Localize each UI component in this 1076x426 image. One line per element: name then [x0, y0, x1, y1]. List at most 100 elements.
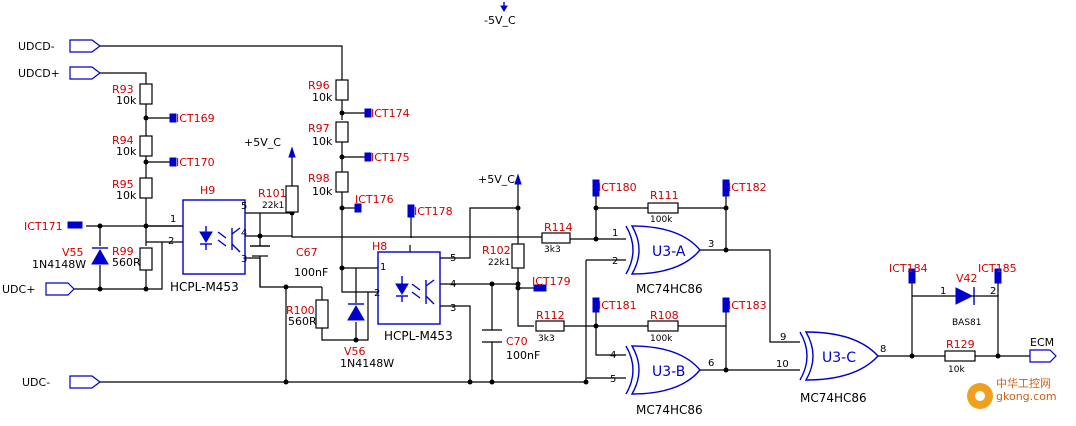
resistor-r93: R93 10k	[112, 83, 153, 107]
svg-text:22k1: 22k1	[488, 258, 510, 268]
test-point-ict185: ICT185	[978, 262, 1017, 284]
svg-text:R94: R94	[112, 134, 134, 147]
svg-text:3: 3	[241, 254, 247, 265]
svg-text:6: 6	[708, 358, 714, 369]
test-point-ict184: ICT184	[889, 262, 928, 284]
svg-text:5: 5	[610, 374, 616, 385]
test-point-ict181: ICT181	[592, 297, 637, 313]
resistor-r97: R97 10k	[308, 121, 349, 148]
svg-text:2: 2	[374, 288, 380, 299]
svg-text:10k: 10k	[312, 91, 333, 104]
resistor-r96: R96 10k	[308, 79, 349, 104]
svg-text:1N4148W: 1N4148W	[340, 357, 394, 370]
svg-text:4: 4	[610, 350, 616, 361]
port-udc-plus: UDC+	[2, 282, 75, 296]
svg-text:中华工控网: 中华工控网	[996, 376, 1051, 390]
test-point-ict180: ICT180	[592, 179, 637, 197]
test-point-ict183: ICT183	[722, 297, 767, 313]
svg-text:R129: R129	[946, 338, 975, 351]
svg-text:100k: 100k	[650, 215, 673, 225]
supply-pos5v-left: +5V_C	[244, 136, 296, 163]
svg-text:U3-B: U3-B	[652, 364, 685, 380]
resistor-r111: R111 100k	[647, 189, 679, 225]
svg-text:UDC+: UDC+	[2, 283, 35, 296]
test-point-ict179: ICT179	[532, 275, 571, 292]
svg-text:1: 1	[380, 262, 386, 273]
svg-text:ICT176: ICT176	[355, 193, 394, 206]
test-point-ict176: ICT176	[354, 193, 394, 213]
svg-text:560R: 560R	[288, 315, 317, 328]
svg-text:ICT169: ICT169	[176, 112, 215, 125]
optocoupler-h8: H8 HCPL-M453 1 2 3 4 5	[372, 240, 456, 343]
svg-text:UDCD+: UDCD+	[18, 67, 60, 80]
capacitor-c70: C70 100nF	[482, 329, 540, 362]
svg-text:ICT180: ICT180	[598, 181, 637, 194]
svg-text:1: 1	[612, 228, 618, 239]
svg-text:R96: R96	[308, 79, 330, 92]
svg-text:ICT171: ICT171	[24, 220, 63, 233]
svg-text:UDCD-: UDCD-	[18, 40, 55, 53]
svg-text:U3-C: U3-C	[822, 350, 856, 366]
svg-text:H9: H9	[200, 184, 215, 197]
port-ecm: ECM	[1029, 336, 1057, 363]
svg-text:+5V_C: +5V_C	[478, 173, 515, 186]
svg-text:BAS81: BAS81	[952, 318, 982, 328]
svg-text:8: 8	[880, 344, 886, 355]
svg-text:10k: 10k	[116, 94, 137, 107]
svg-text:MC74HC86: MC74HC86	[636, 403, 703, 417]
svg-text:9: 9	[780, 332, 786, 343]
test-point-ict182: ICT182	[722, 179, 767, 197]
svg-text:5: 5	[450, 253, 456, 264]
svg-text:R98: R98	[308, 172, 330, 185]
svg-text:V56: V56	[344, 345, 366, 358]
svg-text:R102: R102	[482, 244, 511, 257]
resistor-r100: R100 560R	[286, 299, 329, 329]
supply-neg5v: -5V_C	[484, 2, 516, 27]
supply-pos5v-right: +5V_C	[478, 173, 522, 190]
diode-v55: V55 1N4148W	[32, 246, 109, 271]
svg-text:ICT175: ICT175	[371, 151, 410, 164]
resistor-r114: R114 3k3	[541, 221, 573, 255]
svg-text:HCPL-M453: HCPL-M453	[170, 280, 239, 294]
test-point-ict170: ICT170	[169, 156, 215, 169]
svg-text:HCPL-M453: HCPL-M453	[384, 329, 453, 343]
svg-text:R100: R100	[286, 304, 315, 317]
test-point-ict171: ICT171	[24, 220, 83, 233]
svg-text:ICT183: ICT183	[728, 299, 767, 312]
test-point-ict169: ICT169	[169, 112, 215, 125]
svg-text:U3-A: U3-A	[652, 244, 686, 260]
svg-text:3k3: 3k3	[544, 245, 561, 255]
svg-text:10k: 10k	[312, 135, 333, 148]
xor-gate-u3a: U3-A MC74HC86 1 2 3	[612, 225, 714, 296]
test-point-ict175: ICT175	[364, 151, 410, 164]
svg-text:10k: 10k	[948, 365, 965, 375]
diode-v42: V42 BAS81 1 2	[940, 272, 996, 328]
svg-text:R111: R111	[650, 189, 679, 202]
svg-text:1: 1	[170, 214, 176, 225]
svg-text:100k: 100k	[650, 334, 673, 344]
svg-text:ICT178: ICT178	[414, 205, 453, 218]
svg-text:C70: C70	[506, 335, 528, 348]
svg-text:MC74HC86: MC74HC86	[800, 391, 867, 405]
resistor-r101: R101 22k1	[258, 185, 299, 213]
svg-text:ICT170: ICT170	[176, 156, 215, 169]
svg-text:H8: H8	[372, 240, 387, 253]
resistor-r108: R108 100k	[647, 309, 679, 344]
svg-text:ECM: ECM	[1030, 336, 1054, 349]
svg-text:MC74HC86: MC74HC86	[636, 282, 703, 296]
svg-text:ICT179: ICT179	[532, 275, 571, 288]
svg-text:ICT181: ICT181	[598, 299, 637, 312]
svg-text:10: 10	[776, 359, 789, 370]
resistor-r102: R102 22k1	[482, 243, 525, 269]
port-udc-minus: UDC-	[22, 375, 101, 389]
resistor-r98: R98 10k	[308, 171, 349, 198]
svg-text:5: 5	[241, 201, 247, 212]
svg-text:+5V_C: +5V_C	[244, 136, 281, 149]
svg-text:1: 1	[940, 286, 946, 297]
svg-text:1N4148W: 1N4148W	[32, 258, 86, 271]
watermark-logo: 中华工控网 gkong.com	[967, 376, 1057, 409]
svg-text:ICT185: ICT185	[978, 262, 1017, 275]
svg-text:C67: C67	[296, 246, 318, 259]
resistor-r99: R99 560R	[112, 245, 153, 271]
